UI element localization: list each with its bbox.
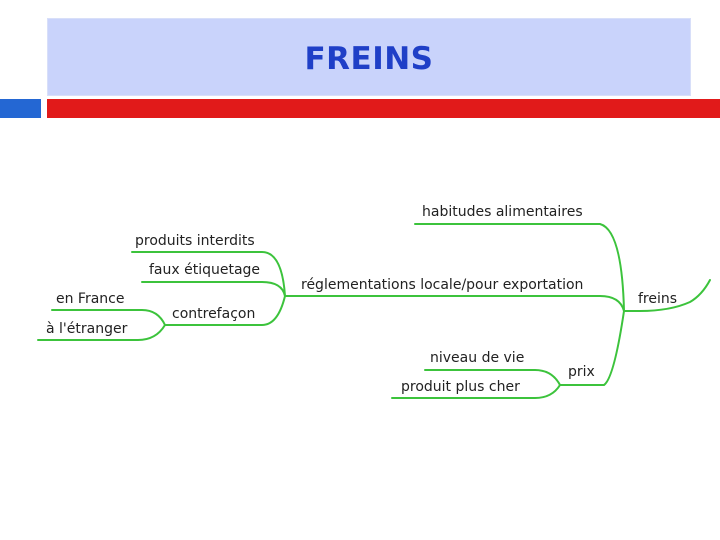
- branch-a-letranger: [37, 324, 166, 341]
- slide-title: FREINS: [304, 41, 434, 77]
- branch-reglementations: [284, 295, 625, 312]
- branch-produits-interdits: [131, 251, 286, 297]
- branch-root-freins: [623, 279, 711, 312]
- branch-contrefacon: [164, 295, 286, 326]
- node-produits-interdits: produits interdits: [135, 233, 255, 249]
- node-freins: freins: [638, 291, 677, 307]
- node-niveau-de-vie: niveau de vie: [430, 350, 524, 366]
- node-a-letranger: à l'étranger: [46, 321, 128, 337]
- node-produit-plus-cher: produit plus cher: [401, 379, 520, 395]
- node-en-france: en France: [56, 291, 125, 307]
- branch-habitudes: [414, 223, 625, 312]
- slide-title-box: FREINS: [47, 18, 691, 96]
- node-contrefacon: contrefaçon: [172, 306, 255, 322]
- branch-en-france: [51, 309, 166, 326]
- node-reglementations: réglementations locale/pour exportation: [301, 277, 583, 293]
- accent-bar-blue: [0, 99, 41, 118]
- branch-produit-plus-cher: [391, 384, 561, 399]
- branch-niveau-de-vie: [424, 369, 561, 386]
- node-habitudes-alimentaires: habitudes alimentaires: [422, 204, 583, 220]
- node-faux-etiquetage: faux étiquetage: [149, 262, 260, 278]
- branch-faux-etiquetage: [141, 281, 286, 297]
- branch-prix: [559, 310, 625, 386]
- accent-bar-red: [47, 99, 720, 118]
- node-prix: prix: [568, 364, 595, 380]
